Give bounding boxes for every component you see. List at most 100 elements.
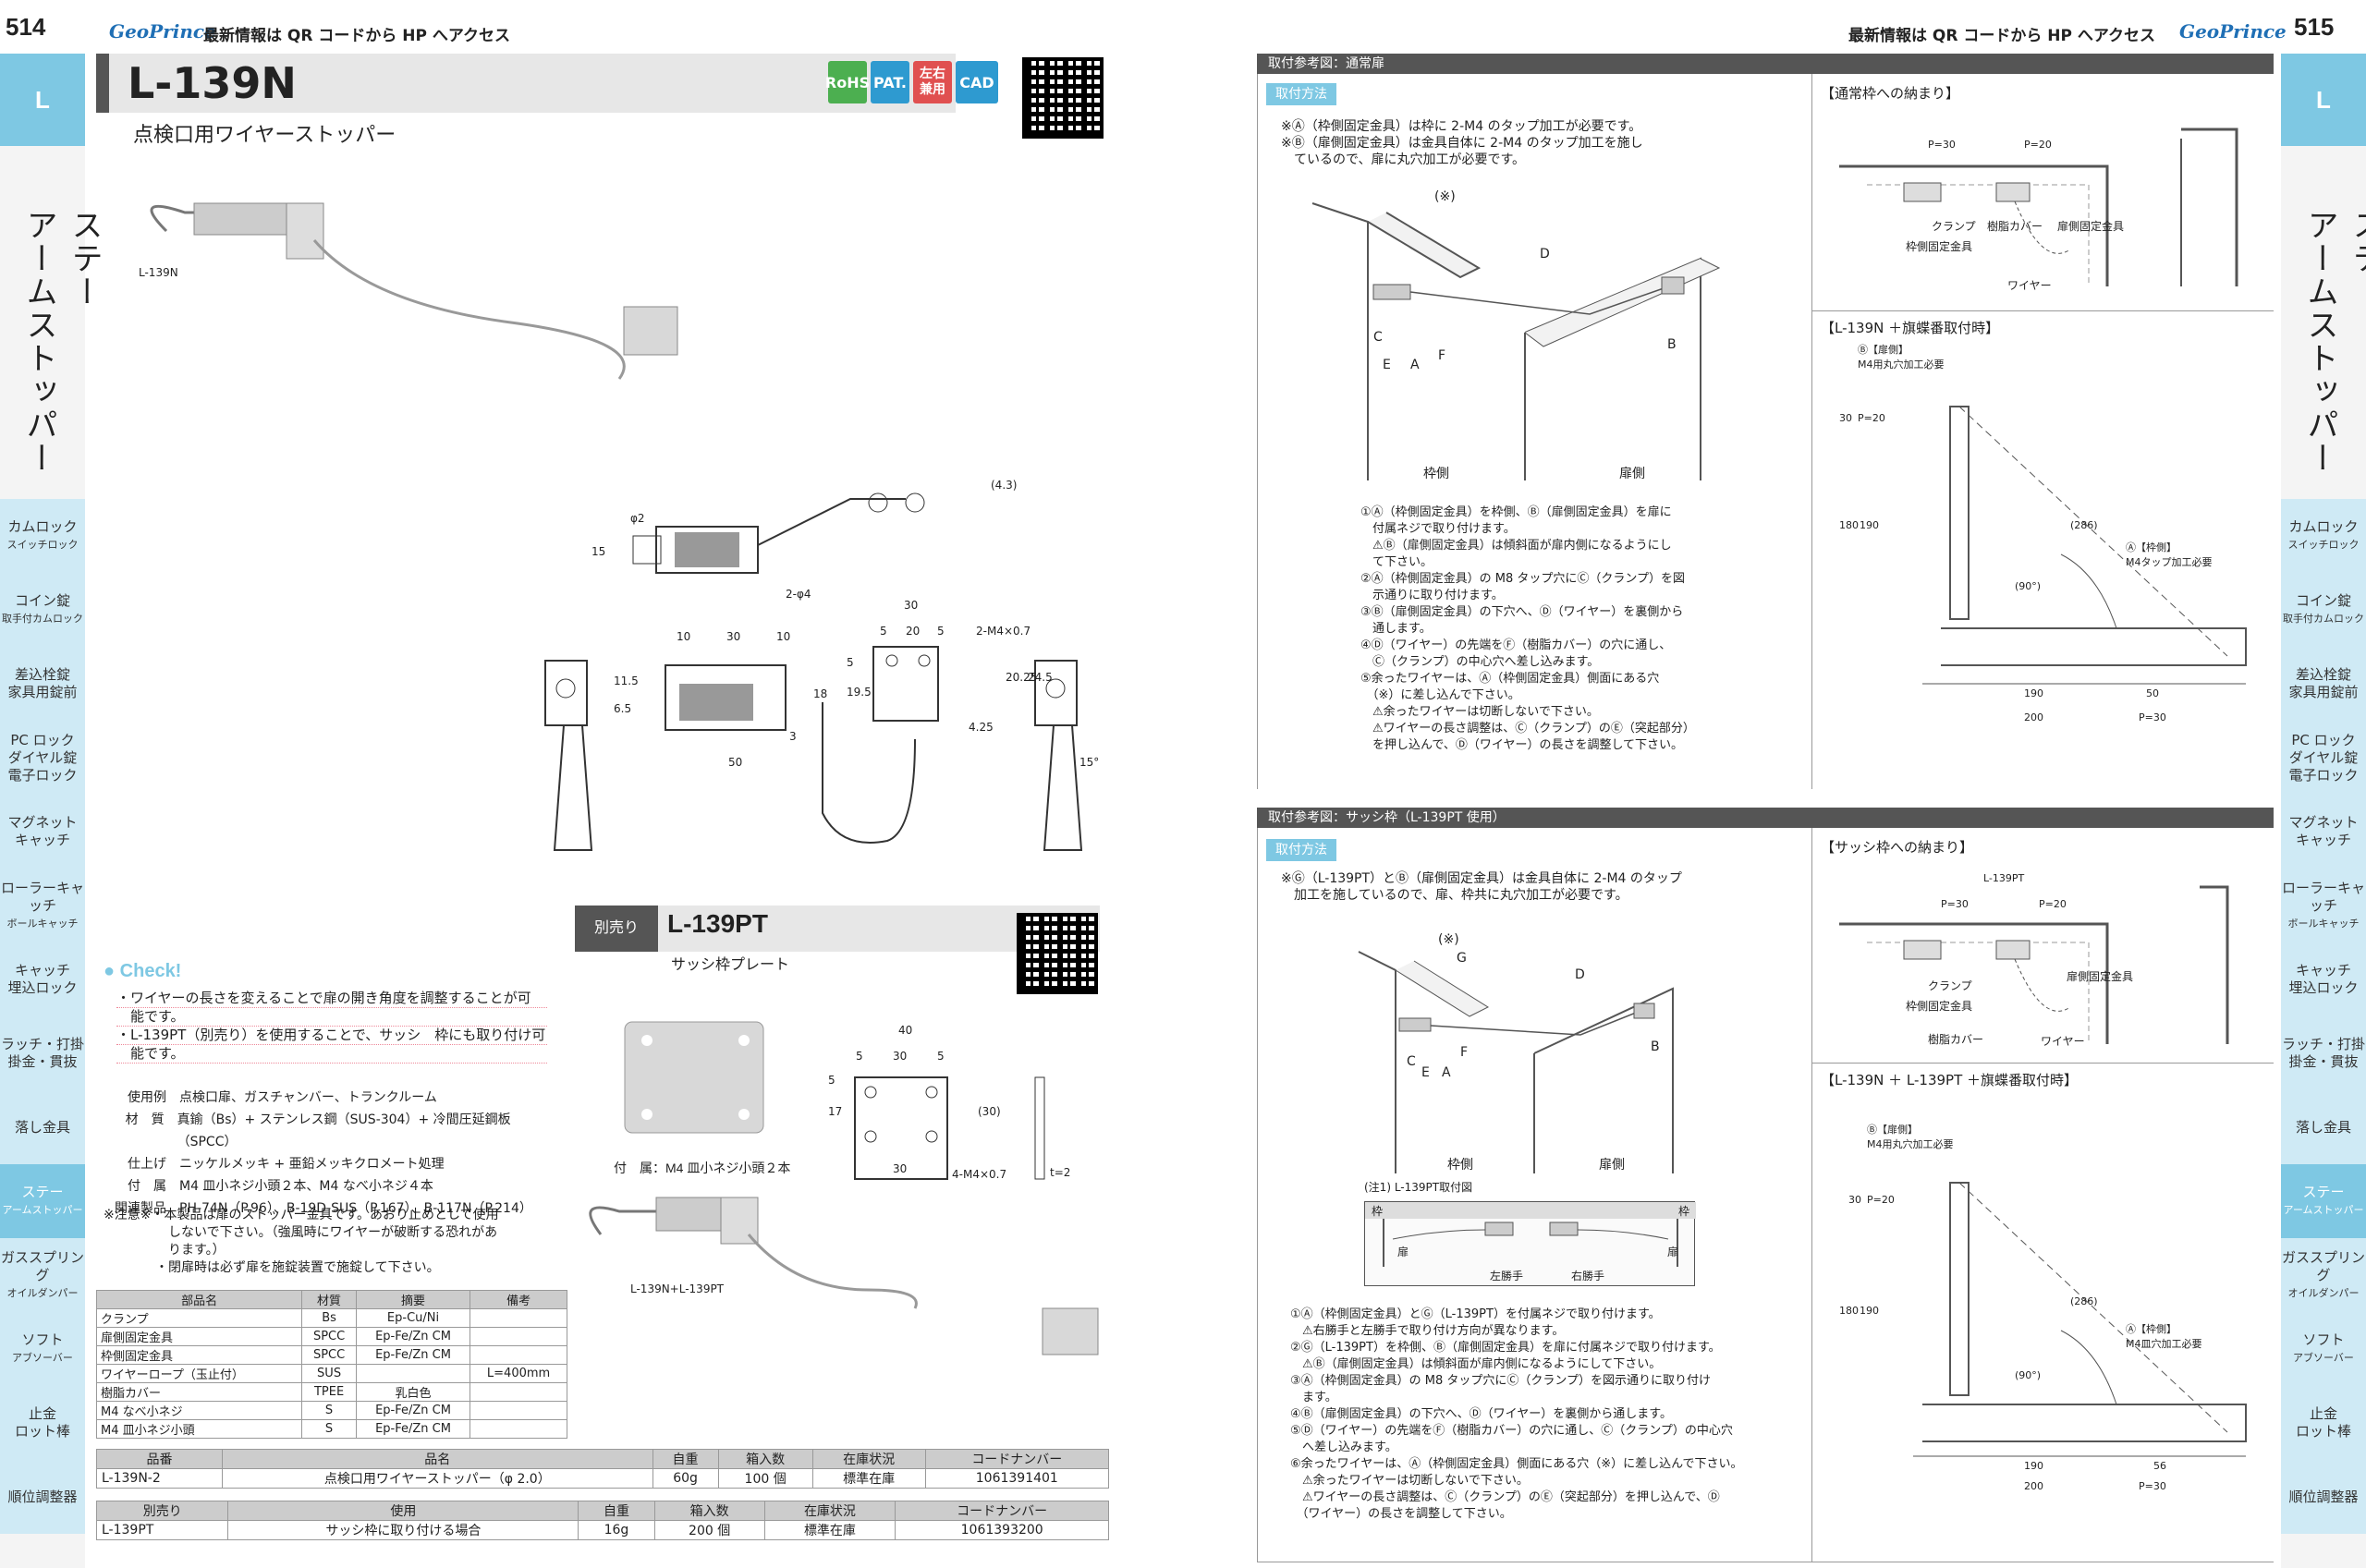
side-category-tab[interactable]: ソフトアブソーバー	[0, 1312, 85, 1386]
side-category-label: 家具用錠前	[2288, 684, 2359, 700]
qr-code[interactable]	[1022, 57, 1104, 139]
left-side-index: L ステー アームストッパー カムロックスイッチロックコイン錠取手付カムロック差…	[0, 54, 103, 1568]
accessory-code: L-139PT	[667, 909, 768, 938]
panel-label: 180	[1839, 519, 1859, 531]
panel-label: Ⓐ【枠側】	[2126, 541, 2177, 553]
table-header-row: 別売り使用自重箱入数在庫状況コードナンバー	[95, 1501, 1109, 1521]
side-category-label: 差込栓錠	[14, 666, 70, 683]
side-category-tab[interactable]: ラッチ・打掛掛金・貫抜	[0, 1016, 85, 1090]
panel-label: 枠側固定金具	[1906, 1000, 1973, 1013]
panel-label: 枠側固定金具	[1906, 240, 1973, 253]
table-header-cell: 自重	[578, 1501, 655, 1521]
side-category-tab[interactable]: カムロックスイッチロック	[2281, 499, 2366, 573]
side-category-tab[interactable]: コイン錠取手付カムロック	[2281, 573, 2366, 647]
panel-label: P=20	[1867, 1194, 1895, 1206]
table-cell: 60g	[652, 1468, 719, 1489]
side-category-label: アームストッパー	[2, 1204, 83, 1216]
side-category-tab[interactable]: 順位調整器	[0, 1460, 85, 1534]
panel-label: Ⓑ【扉側】	[1867, 1124, 1918, 1136]
side-category-tab[interactable]: 順位調整器	[2281, 1460, 2366, 1534]
index-letter-tab[interactable]: L	[2281, 54, 2366, 146]
panel-label: 扉側固定金具	[2057, 220, 2125, 233]
table-header-cell: 摘要	[355, 1290, 471, 1309]
section2-divider	[1811, 828, 1812, 1562]
side-category-tab[interactable]: ソフトアブソーバー	[2281, 1312, 2366, 1386]
accessory-photo-label: L-139N+L-139PT	[630, 1282, 725, 1295]
side-category-label: ローラーキャッチ	[2281, 879, 2365, 914]
dim-label: 19.5	[847, 686, 872, 699]
dim-label: 5	[828, 1074, 835, 1087]
side-category-label: ダイヤル錠	[7, 748, 78, 766]
panel-label: 樹脂カバー	[1928, 1033, 1984, 1046]
panel-label: 30	[1839, 412, 1852, 424]
diagram-label: D	[1575, 967, 1585, 982]
panel-divider	[1811, 1063, 2274, 1064]
table-cell: L-139PT	[95, 1520, 229, 1540]
panel-label: M4タップ加工必要	[2126, 556, 2213, 568]
dim-label: 5	[937, 1050, 945, 1063]
side-category-tab[interactable]: 差込栓錠家具用錠前	[0, 647, 85, 721]
side-category-tab[interactable]: 止金ロット棒	[2281, 1386, 2366, 1460]
table-cell: 1061393200	[895, 1520, 1109, 1540]
side-category-tab[interactable]: ステーアームストッパー	[2281, 1164, 2366, 1238]
side-category-tab[interactable]: コイン錠取手付カムロック	[0, 573, 85, 647]
side-category-tab[interactable]: 止金ロット棒	[0, 1386, 85, 1460]
side-category-tab[interactable]: PC ロックダイヤル錠電子ロック	[2281, 721, 2366, 795]
table-cell: L-139N-2	[95, 1468, 224, 1489]
side-category-label: アブソーバー	[2293, 1352, 2354, 1364]
side-category-tab[interactable]: キャッチ埋込ロック	[2281, 942, 2366, 1016]
side-category-label: 取手付カムロック	[2283, 613, 2364, 625]
table-cell	[470, 1345, 567, 1365]
section2-panel2-title: 【L-139N ＋ L-139PT ＋旗蝶番取付時】	[1821, 1072, 2079, 1088]
table-header-cell: 自重	[652, 1449, 719, 1469]
dim-label: 5	[937, 625, 945, 638]
side-category-tab[interactable]: キャッチ埋込ロック	[0, 942, 85, 1016]
side-category-tab[interactable]: ローラーキャッチボールキャッチ	[2281, 869, 2366, 942]
dim-label: 2-φ4	[786, 588, 811, 601]
diagram-label: G	[1457, 951, 1467, 966]
side-category-tab[interactable]: ガススプリングオイルダンパー	[0, 1238, 85, 1312]
side-category-tab[interactable]: 落し金具	[2281, 1090, 2366, 1164]
spec-row: 仕上げニッケルメッキ + 亜鉛メッキクロメート処理	[96, 1153, 558, 1175]
caution-note: ※注意※・本製品は扉のストッパー金具です。あおり止めとして使用 しないで下さい。…	[104, 1207, 566, 1277]
side-category-label: マグネット	[2288, 814, 2359, 831]
side-category-tab[interactable]: 差込栓錠家具用錠前	[2281, 647, 2366, 721]
vertical-title-line: ステー	[2347, 209, 2366, 309]
caution-line: ※注意※・本製品は扉のストッパー金具です。あおり止めとして使用	[104, 1208, 499, 1222]
table-cell: L=400mm	[470, 1364, 567, 1383]
table-cell: サッシ枠に取り付ける場合	[227, 1520, 579, 1540]
section1-panel1-diagram	[1830, 111, 2264, 296]
left-page-number: 514	[6, 13, 46, 41]
side-category-tab[interactable]: マグネットキャッチ	[2281, 795, 2366, 869]
side-category-tab[interactable]: カムロックスイッチロック	[0, 499, 85, 573]
side-category-tab[interactable]: マグネットキャッチ	[0, 795, 85, 869]
table-cell: Ep-Cu/Ni	[355, 1308, 471, 1328]
side-category-tab[interactable]: PC ロックダイヤル錠電子ロック	[0, 721, 85, 795]
dim-label: 11.5	[614, 675, 639, 687]
table-header-row: 品番品名自重箱入数在庫状況コードナンバー	[95, 1449, 1110, 1469]
side-category-tab[interactable]: 落し金具	[0, 1090, 85, 1164]
dim-label: 5	[880, 625, 887, 638]
panel-label: 30	[1848, 1194, 1861, 1206]
dim-label: 5	[856, 1050, 863, 1063]
section1-method-pill: 取付方法	[1266, 83, 1336, 105]
side-category-tab[interactable]: ステーアームストッパー	[0, 1164, 85, 1238]
side-category-tab[interactable]: ガススプリングオイルダンパー	[2281, 1238, 2366, 1312]
panel-label: 200	[2024, 1480, 2043, 1492]
dim-label: 15°	[1079, 756, 1100, 769]
table-cell: Bs	[301, 1308, 357, 1328]
side-category-tab[interactable]: ラッチ・打掛掛金・貫抜	[2281, 1016, 2366, 1090]
index-letter-tab[interactable]: L	[0, 54, 85, 146]
side-category-label: 取手付カムロック	[2, 613, 83, 625]
diagram-label: 枠側	[1447, 1158, 1473, 1173]
side-category-label: 落し金具	[2295, 1118, 2351, 1136]
caution-line: ります。）	[104, 1243, 226, 1258]
side-category-tab[interactable]: ローラーキャッチボールキャッチ	[0, 869, 85, 942]
cad-badge[interactable]: CAD	[956, 61, 998, 103]
accessory-qr-code[interactable]	[1017, 913, 1098, 994]
product-code: L-139N	[128, 58, 297, 108]
table-cell: 乳白色	[355, 1382, 471, 1402]
